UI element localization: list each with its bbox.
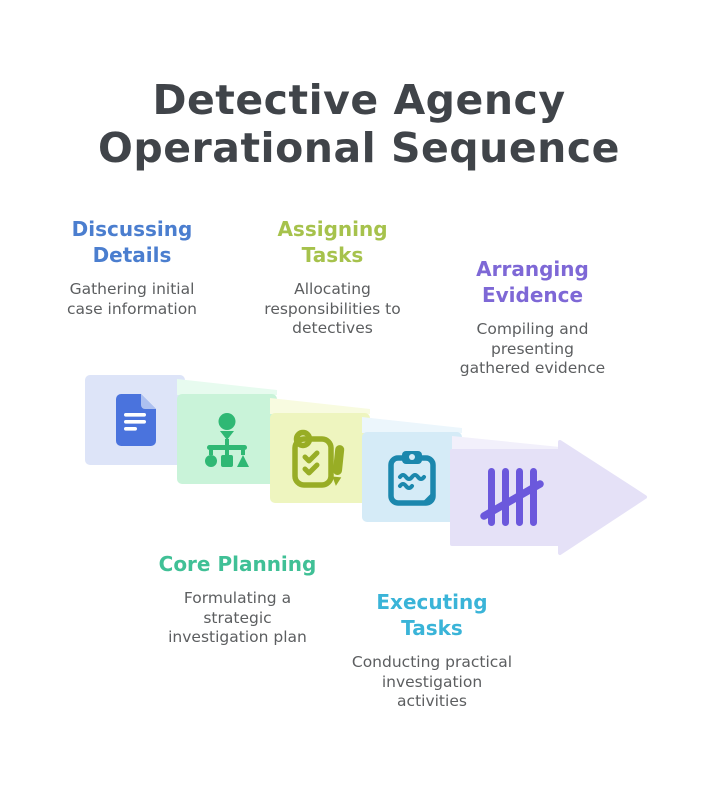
document-icon: [116, 394, 156, 446]
stage-heading: Discussing Details: [71, 217, 193, 267]
stage-heading: Arranging Evidence: [476, 257, 589, 307]
tally-marks-icon: [480, 468, 544, 526]
stage-heading: Assigning Tasks: [277, 217, 388, 267]
stage-label-arranging-evidence: Arranging Evidence Compiling and present…: [425, 256, 640, 379]
process-flow-ribbon: [85, 375, 647, 555]
tile-fold: [270, 398, 370, 414]
stage-label-assigning-tasks: Assigning Tasks Allocating responsibilit…: [225, 216, 440, 339]
stage-heading: Executing Tasks: [376, 590, 488, 640]
tile-fold: [177, 379, 277, 395]
checklist-pen-icon: [292, 429, 345, 488]
page-title: Detective Agency Operational Sequence: [98, 76, 620, 173]
stage-description: Allocating responsibilities to detective…: [264, 280, 401, 338]
tile-core-planning: [270, 413, 370, 503]
tile-fold: [452, 436, 560, 452]
stage-heading: Core Planning: [158, 552, 317, 576]
stage-description: Formulating a strategic investigation pl…: [168, 589, 307, 647]
tile-fold: [362, 417, 462, 433]
stage-label-executing-tasks: Executing Tasks Conducting practical inv…: [322, 589, 542, 712]
stage-label-discussing-details: Discussing Details Gathering initial cas…: [22, 216, 242, 319]
stage-description: Conducting practical investigation activ…: [351, 653, 513, 711]
org-chart-icon: [205, 413, 249, 467]
stage-description: Compiling and presenting gathered eviden…: [459, 320, 606, 378]
tile-arranging-evidence-arrow: [450, 440, 647, 555]
clipboard-icon: [388, 451, 436, 506]
stage-description: Gathering initial case information: [66, 280, 198, 318]
stage-label-core-planning: Core Planning Formulating a strategic in…: [125, 551, 350, 648]
